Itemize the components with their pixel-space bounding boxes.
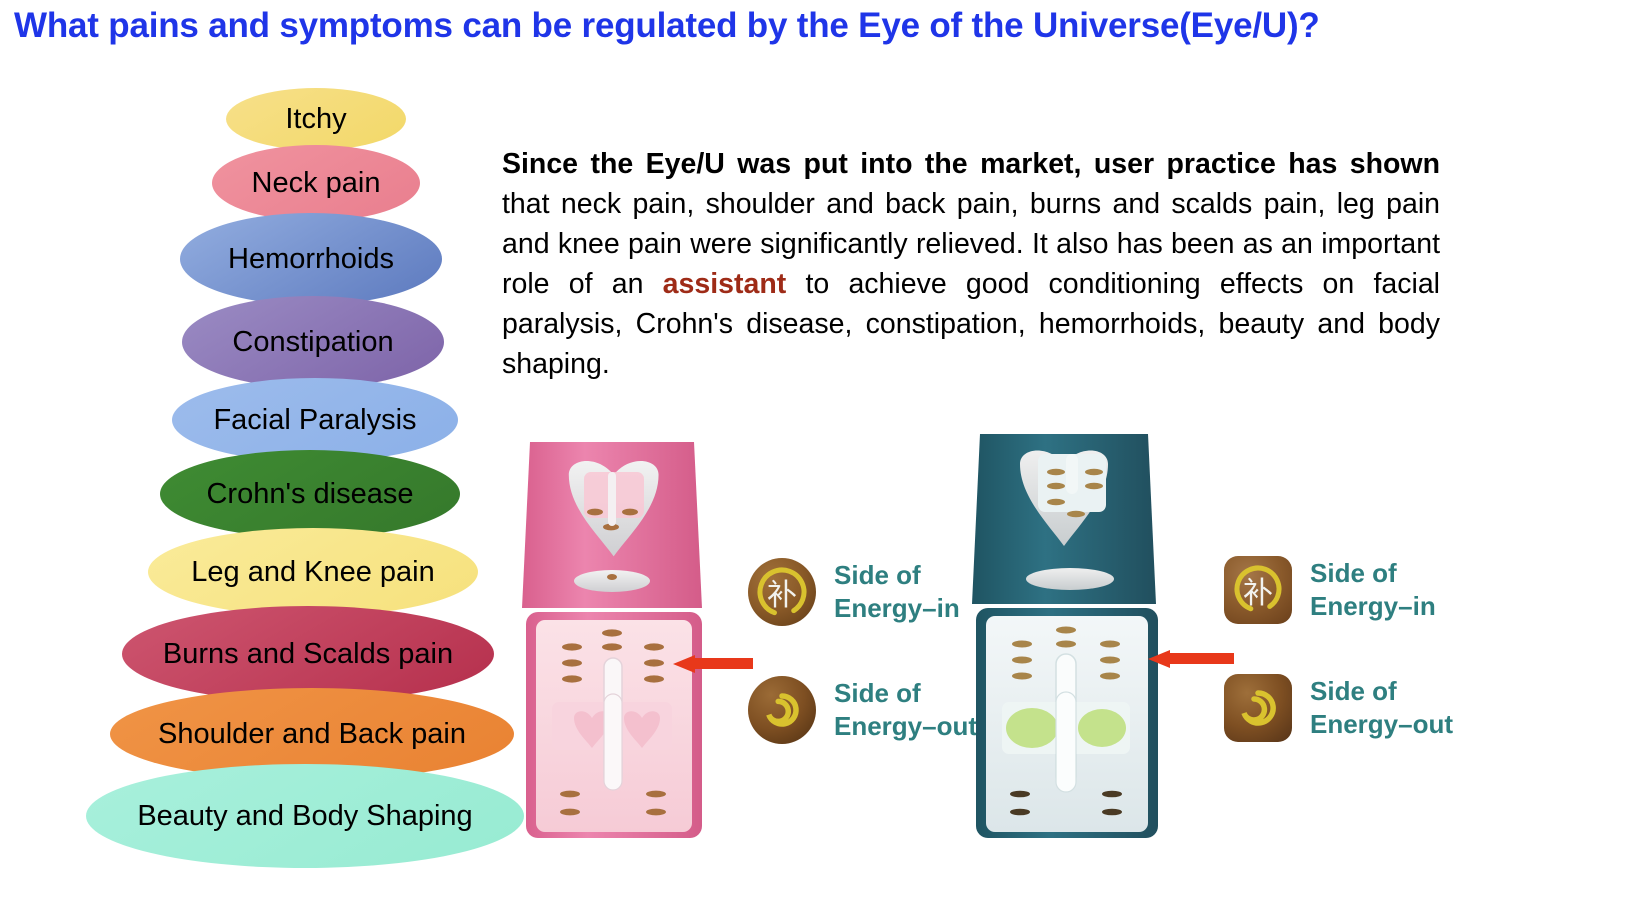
device-photo-teal-art: [972, 434, 1158, 838]
symptom-oval-label: Shoulder and Back pain: [158, 717, 466, 750]
symptom-oval-label: Hemorrhoids: [228, 242, 394, 275]
device-photo-pink-art: [522, 442, 702, 838]
device-photo-teal: [960, 424, 1168, 842]
symptom-oval: Neck pain: [212, 145, 420, 221]
legend-group-teal: 补 Side of Energy–in Side of Energy–out: [1224, 556, 1484, 786]
legend-row-energy-out: Side of Energy–out: [1224, 674, 1453, 742]
energy-out-medallion-icon: [748, 676, 816, 744]
symptom-oval-label: Neck pain: [251, 166, 381, 199]
energy-out-glyph: [748, 676, 816, 744]
symptom-oval-label: Burns and Scalds pain: [162, 637, 454, 670]
energy-in-glyph: 补: [1243, 576, 1273, 611]
device-photo-pink: [512, 430, 712, 842]
arrow-shaft: [693, 658, 753, 669]
symptom-oval: Facial Paralysis: [172, 378, 458, 462]
arrow-head-icon: [1148, 650, 1170, 668]
legend-group-pink: 补 Side of Energy–in Side of Energy–out: [748, 558, 1008, 788]
pointer-arrow-teal: [1148, 650, 1234, 668]
symptom-oval-label: Itchy: [285, 102, 347, 135]
arrow-shaft: [1168, 653, 1234, 664]
paragraph-segment: Since the Eye/U was put into the market,…: [502, 148, 1440, 180]
legend-row-energy-in: 补 Side of Energy–in: [1224, 556, 1436, 624]
energy-in-medallion-icon: 补: [1224, 556, 1292, 624]
symptom-oval: Burns and Scalds pain: [122, 606, 494, 702]
paragraph-segment: to achieve good conditioning effects on …: [502, 268, 1440, 380]
symptom-oval: Constipation: [182, 296, 444, 388]
energy-out-medallion-icon: [1224, 674, 1292, 742]
symptom-oval: Leg and Knee pain: [148, 528, 478, 616]
energy-in-caption: Side of Energy–in: [1310, 558, 1436, 621]
legend-row-energy-in: 补 Side of Energy–in: [748, 558, 960, 626]
symptom-oval: Crohn's disease: [160, 450, 460, 538]
description-paragraph: Since the Eye/U was put into the market,…: [502, 144, 1440, 384]
energy-in-glyph: 补: [767, 578, 797, 613]
energy-out-caption: Side of Energy–out: [834, 678, 978, 741]
symptom-oval-label: Beauty and Body Shaping: [137, 799, 473, 832]
arrow-head-icon: [673, 655, 695, 673]
legend-row-energy-out: Side of Energy–out: [748, 676, 977, 744]
energy-in-caption: Side of Energy–in: [834, 560, 960, 623]
page-title: What pains and symptoms can be regulated…: [14, 6, 1320, 45]
paragraph-segment: assistant: [662, 268, 787, 300]
symptom-oval: Hemorrhoids: [180, 213, 442, 305]
energy-out-glyph: [1224, 674, 1292, 742]
symptom-oval-label: Facial Paralysis: [213, 403, 417, 436]
symptom-oval-label: Leg and Knee pain: [191, 555, 435, 588]
symptom-oval-label: Crohn's disease: [206, 477, 414, 510]
symptom-oval: Beauty and Body Shaping: [86, 764, 524, 868]
energy-in-medallion-icon: 补: [748, 558, 816, 626]
symptom-oval-label: Constipation: [232, 325, 394, 358]
pointer-arrow-pink: [673, 655, 753, 673]
energy-out-caption: Side of Energy–out: [1310, 676, 1454, 739]
paragraph-segment: that neck pain, shoulder and back pain, …: [502, 188, 1440, 300]
symptom-oval: Itchy: [226, 88, 406, 150]
